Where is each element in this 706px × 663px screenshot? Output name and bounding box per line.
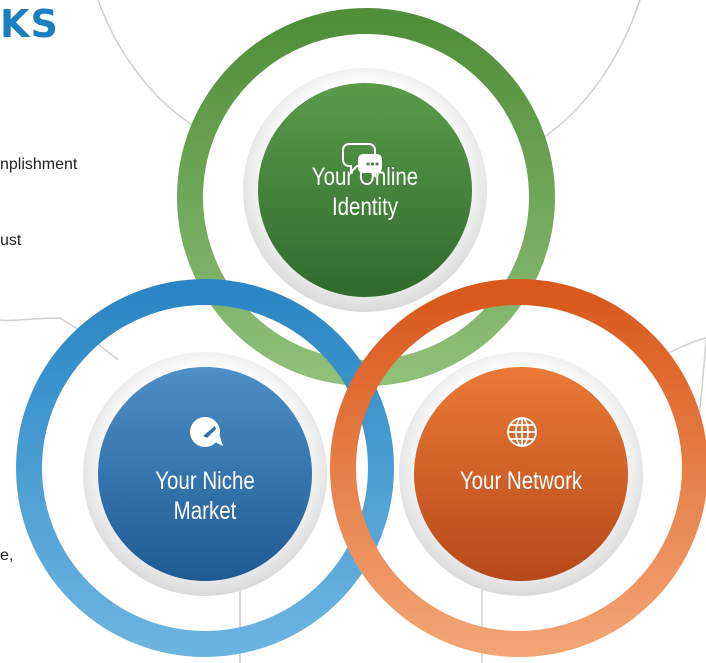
niche-market-label: Your Niche Market — [139, 466, 270, 526]
network-line1: Your Network — [459, 467, 583, 495]
niche-market-line1: Your Niche — [155, 467, 255, 495]
globe-icon — [507, 417, 537, 447]
online-identity-label: Your Online Identity — [299, 162, 430, 222]
chat-bubble-icon — [342, 143, 382, 178]
blue-ring — [16, 279, 394, 657]
orange-core — [414, 367, 628, 581]
online-identity-line2: Identity — [331, 193, 399, 221]
niche-market-line2: Market — [173, 497, 237, 525]
page-title-fragment: KS — [0, 2, 59, 46]
side-text-line-2: ust — [0, 232, 22, 249]
network-label: Your Network — [447, 466, 595, 496]
pie-chart-icon — [190, 417, 223, 447]
online-identity-line1: Your Online — [311, 163, 419, 191]
side-text-line-1: nplishment — [0, 156, 78, 173]
blue-core — [98, 367, 312, 581]
side-text-line-3: e, — [0, 547, 14, 564]
orange-ring — [330, 279, 706, 657]
green-core — [258, 83, 472, 297]
